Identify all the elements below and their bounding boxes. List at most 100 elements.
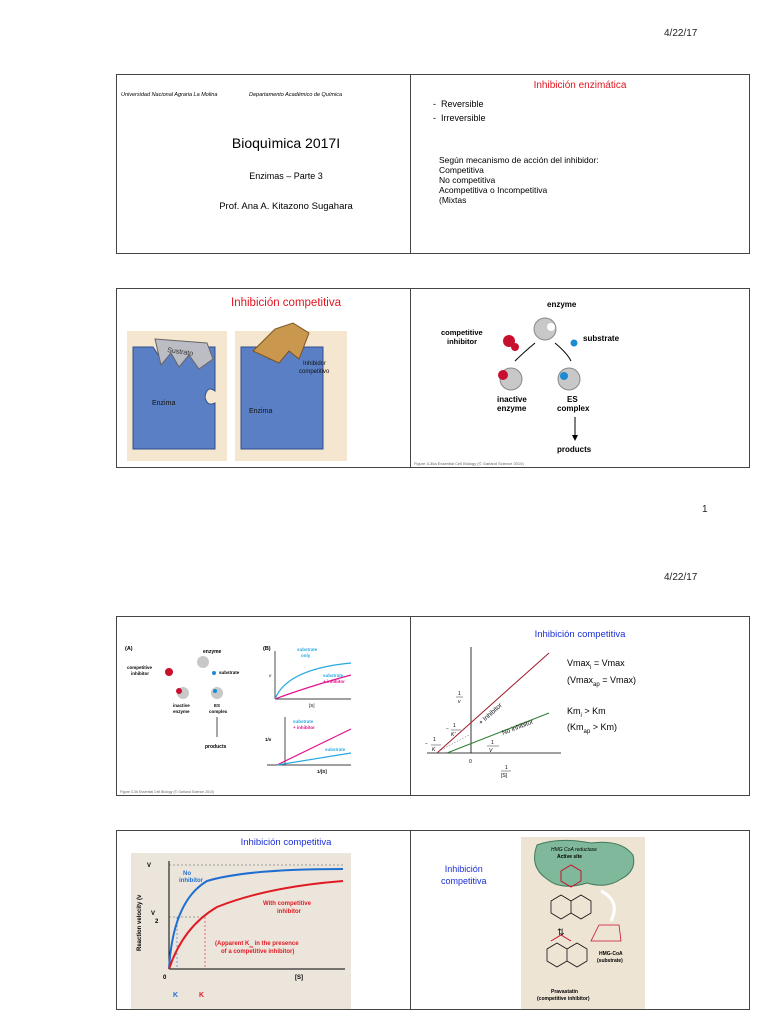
products-label: products: [557, 445, 592, 454]
course-title: Bioquìmica 2017I: [231, 135, 341, 151]
inhibitor-bound: [498, 370, 508, 380]
pravastatin-figure: HMG CoA reductase Active site ⇅ HMG-CoA …: [521, 837, 645, 1009]
hmg-coa-label: HMG-CoA: [599, 951, 623, 957]
slide-pravastatin: Inhibición competitiva HMG CoA reductase…: [410, 830, 750, 1010]
slide-competitive-puzzle: Inhibición competitiva Sustrato Enzima E…: [116, 288, 456, 468]
competitive-label: inhibitor: [131, 671, 149, 676]
es-label: complex: [209, 709, 228, 714]
slide-title: Inhibición competitiva: [231, 297, 341, 309]
enzyme-site: [547, 323, 555, 331]
inactive-label: inactive: [173, 703, 190, 708]
inhibitor-icon: [503, 335, 515, 347]
equation-km: Kmi > Km: [567, 705, 606, 719]
label-no-inhibitor: No inhibitor: [501, 718, 535, 737]
slide-title: Inhibición competitiva: [240, 837, 332, 848]
es-complex-circle: [557, 367, 581, 391]
figure-caption: Figure 3-36a Essential Cell Biology (© G…: [414, 461, 524, 466]
no-inhibitor-label: inhibitor: [179, 878, 204, 884]
author: Prof. Ana A. Kitazono Sugahara: [219, 201, 353, 212]
competitive-label: competitive: [127, 665, 153, 670]
substrate-label: substrate: [583, 334, 620, 343]
es-complex-circle: [211, 687, 223, 699]
vmax-num: 1: [491, 740, 494, 746]
enzyme-label-left: Enzima: [152, 400, 175, 407]
top-ylabel: v: [269, 673, 272, 678]
hmg-coa-label: (substrate): [597, 958, 623, 964]
pravastatin-rings: [546, 942, 588, 968]
bottom-line-only: [276, 752, 352, 766]
vmax-label: V: [147, 863, 151, 869]
puzzle-illustration: Sustrato Enzima Enzima Inhibidor competi…: [127, 322, 347, 461]
half-vmax-label: V: [151, 911, 155, 917]
neg-kmi-num: 1: [453, 723, 456, 729]
active-site-label: Active site: [557, 854, 582, 860]
arrow: [554, 342, 572, 362]
neg-kmi-den: K': [451, 732, 456, 738]
slide-lineweaver-burk: Inhibición competitiva + Inhibitor No in…: [410, 616, 750, 796]
enzyme-label: enzyme: [203, 649, 222, 655]
equilibrium-arrows: ⇅: [557, 927, 565, 937]
neg-sign: −: [446, 726, 449, 732]
apparent-km-label: of a competitive inhibitor): [221, 949, 294, 955]
bottom-label-inh: substrate: [293, 719, 314, 724]
enzyme-blob: [534, 839, 635, 887]
x-axis-label-den: [S]: [501, 773, 508, 779]
y-axis-label-num: 1: [458, 691, 461, 697]
substrate-label: substrate: [219, 670, 240, 675]
statin-rings: [550, 894, 592, 920]
y-axis-label-den: v: [458, 699, 461, 705]
line-plus-inhibitor: [436, 652, 550, 754]
enzyme-label-right: Enzima: [249, 408, 272, 415]
top-label-inh: + inhibitor: [323, 679, 345, 684]
substrate-bound: [213, 689, 217, 693]
substrate-label: Sustrato: [167, 347, 194, 358]
mechanism-list: Según mecanismo de acción del inhibidor:…: [439, 155, 599, 205]
bullet-item: - Reversible: [433, 99, 484, 109]
course-subtitle: Enzimas – Parte 3: [249, 171, 323, 181]
inactive-label: inactive: [497, 395, 527, 404]
apparent-km-label: (Apparent Km in the presence: [215, 941, 299, 949]
mechanism-heading: Según mecanismo de acción del inhibidor:: [439, 155, 599, 165]
bottom-line-inhibitor: [276, 728, 352, 766]
enzyme-circle: [197, 656, 209, 668]
panel-b-label: (B): [263, 646, 271, 652]
pravastatin-side-chain: [550, 934, 572, 942]
slide-michaelis-menten: Inhibición competitiva V V 2 Reaction ve…: [116, 830, 456, 1010]
page2-date: 4/22/17: [664, 572, 698, 583]
slide-enzyme-kinetics: (A) (B) enzyme competitive inhibitor sub…: [116, 616, 456, 796]
origin-label: 0: [469, 759, 472, 765]
km-app-label: K: [199, 992, 204, 999]
competitive-label: competitive: [441, 328, 483, 337]
bottom-xlabel: 1/[S]: [317, 769, 327, 774]
kinetics-figure: (A) (B) enzyme competitive inhibitor sub…: [120, 646, 352, 794]
zero-label: 0: [163, 975, 167, 981]
with-inhibitor-label: inhibitor: [277, 909, 302, 915]
inhibitor-icon: [165, 668, 173, 676]
pravastatin-label: Pravastatin: [551, 989, 578, 995]
inhibitor-ring: [560, 864, 582, 888]
enzyme-scheme-diagram: enzyme competitive inhibitor substrate i…: [414, 300, 620, 466]
slide-inhibicion-enzimatica: Inhibición enzimática - Reversible - Irr…: [410, 74, 750, 254]
enzyme-label: enzyme: [547, 300, 577, 309]
inactive-label: enzyme: [497, 404, 527, 413]
neg-km-num: 1: [433, 737, 436, 743]
substrate-dot: [212, 671, 216, 675]
bottom-label-inh: + inhibitor: [293, 725, 315, 730]
panel-a-label: (A): [125, 646, 133, 652]
substrate-shape: [154, 338, 214, 370]
slide-title: Universidad Nacional Agraria La Molina D…: [116, 74, 456, 254]
no-inhibitor-label: No: [183, 871, 191, 877]
inhibitor-bound: [176, 688, 182, 694]
michaelis-menten-plot: V V 2 Reaction velocity (v No inhibitor …: [131, 853, 351, 1009]
km-label: K: [173, 992, 178, 999]
figure-caption: Figure 3-36 Essential Cell Biology (© Ga…: [120, 790, 214, 794]
inhibitor-icon: [511, 343, 519, 351]
inhibitor-label: competitivo: [299, 369, 330, 375]
y-axis-label: Reaction velocity (v: [137, 894, 143, 951]
hmg-coa-structure: [590, 924, 622, 942]
curve-with-inhibitor: [168, 880, 344, 970]
plot-background: [131, 853, 351, 1009]
slide-title: Inhibición competitiva: [534, 629, 626, 640]
inactive-label: enzyme: [173, 709, 190, 714]
mechanism-item: Acompetitiva o Incompetitiva: [439, 185, 548, 195]
